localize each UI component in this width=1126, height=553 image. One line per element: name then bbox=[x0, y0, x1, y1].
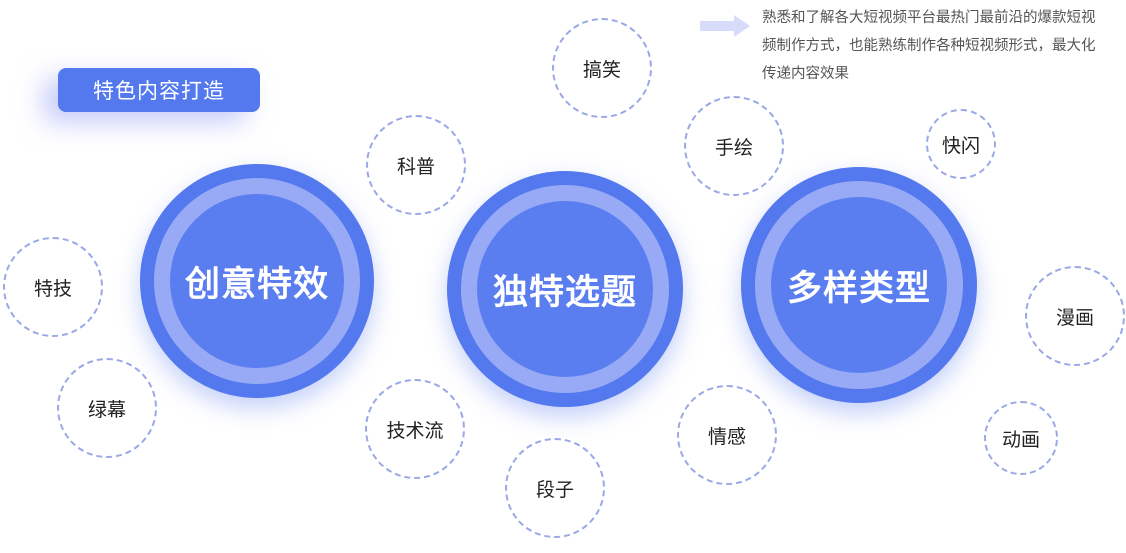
tag-circle: 技术流 bbox=[365, 379, 465, 479]
tag-circle: 段子 bbox=[505, 438, 605, 538]
tag-circle: 特技 bbox=[3, 237, 103, 337]
tag-circle: 绿幕 bbox=[57, 358, 157, 458]
main-circle-diverse-types: 多样类型 bbox=[741, 167, 977, 403]
main-circle-creative-effects: 创意特效 bbox=[140, 164, 374, 398]
tag-circle: 动画 bbox=[984, 401, 1058, 475]
main-circle-label: 独特选题 bbox=[477, 201, 653, 377]
tag-circle: 情感 bbox=[677, 385, 777, 485]
arrow-right-icon bbox=[700, 15, 750, 37]
tag-circle: 手绘 bbox=[684, 96, 784, 196]
title-badge: 特色内容打造 bbox=[58, 68, 260, 112]
description-text: 熟悉和了解各大短视频平台最热门最前沿的爆款短视频制作方式，也能熟练制作各种短视频… bbox=[762, 10, 1096, 82]
tag-circle: 漫画 bbox=[1025, 266, 1125, 366]
main-circle-unique-topics: 独特选题 bbox=[447, 171, 683, 407]
tag-circle: 科普 bbox=[366, 115, 466, 215]
tag-circle: 搞笑 bbox=[552, 18, 652, 118]
main-circle-label: 多样类型 bbox=[771, 197, 947, 373]
tag-circle: 快闪 bbox=[926, 109, 996, 179]
main-circle-label: 创意特效 bbox=[170, 194, 344, 368]
